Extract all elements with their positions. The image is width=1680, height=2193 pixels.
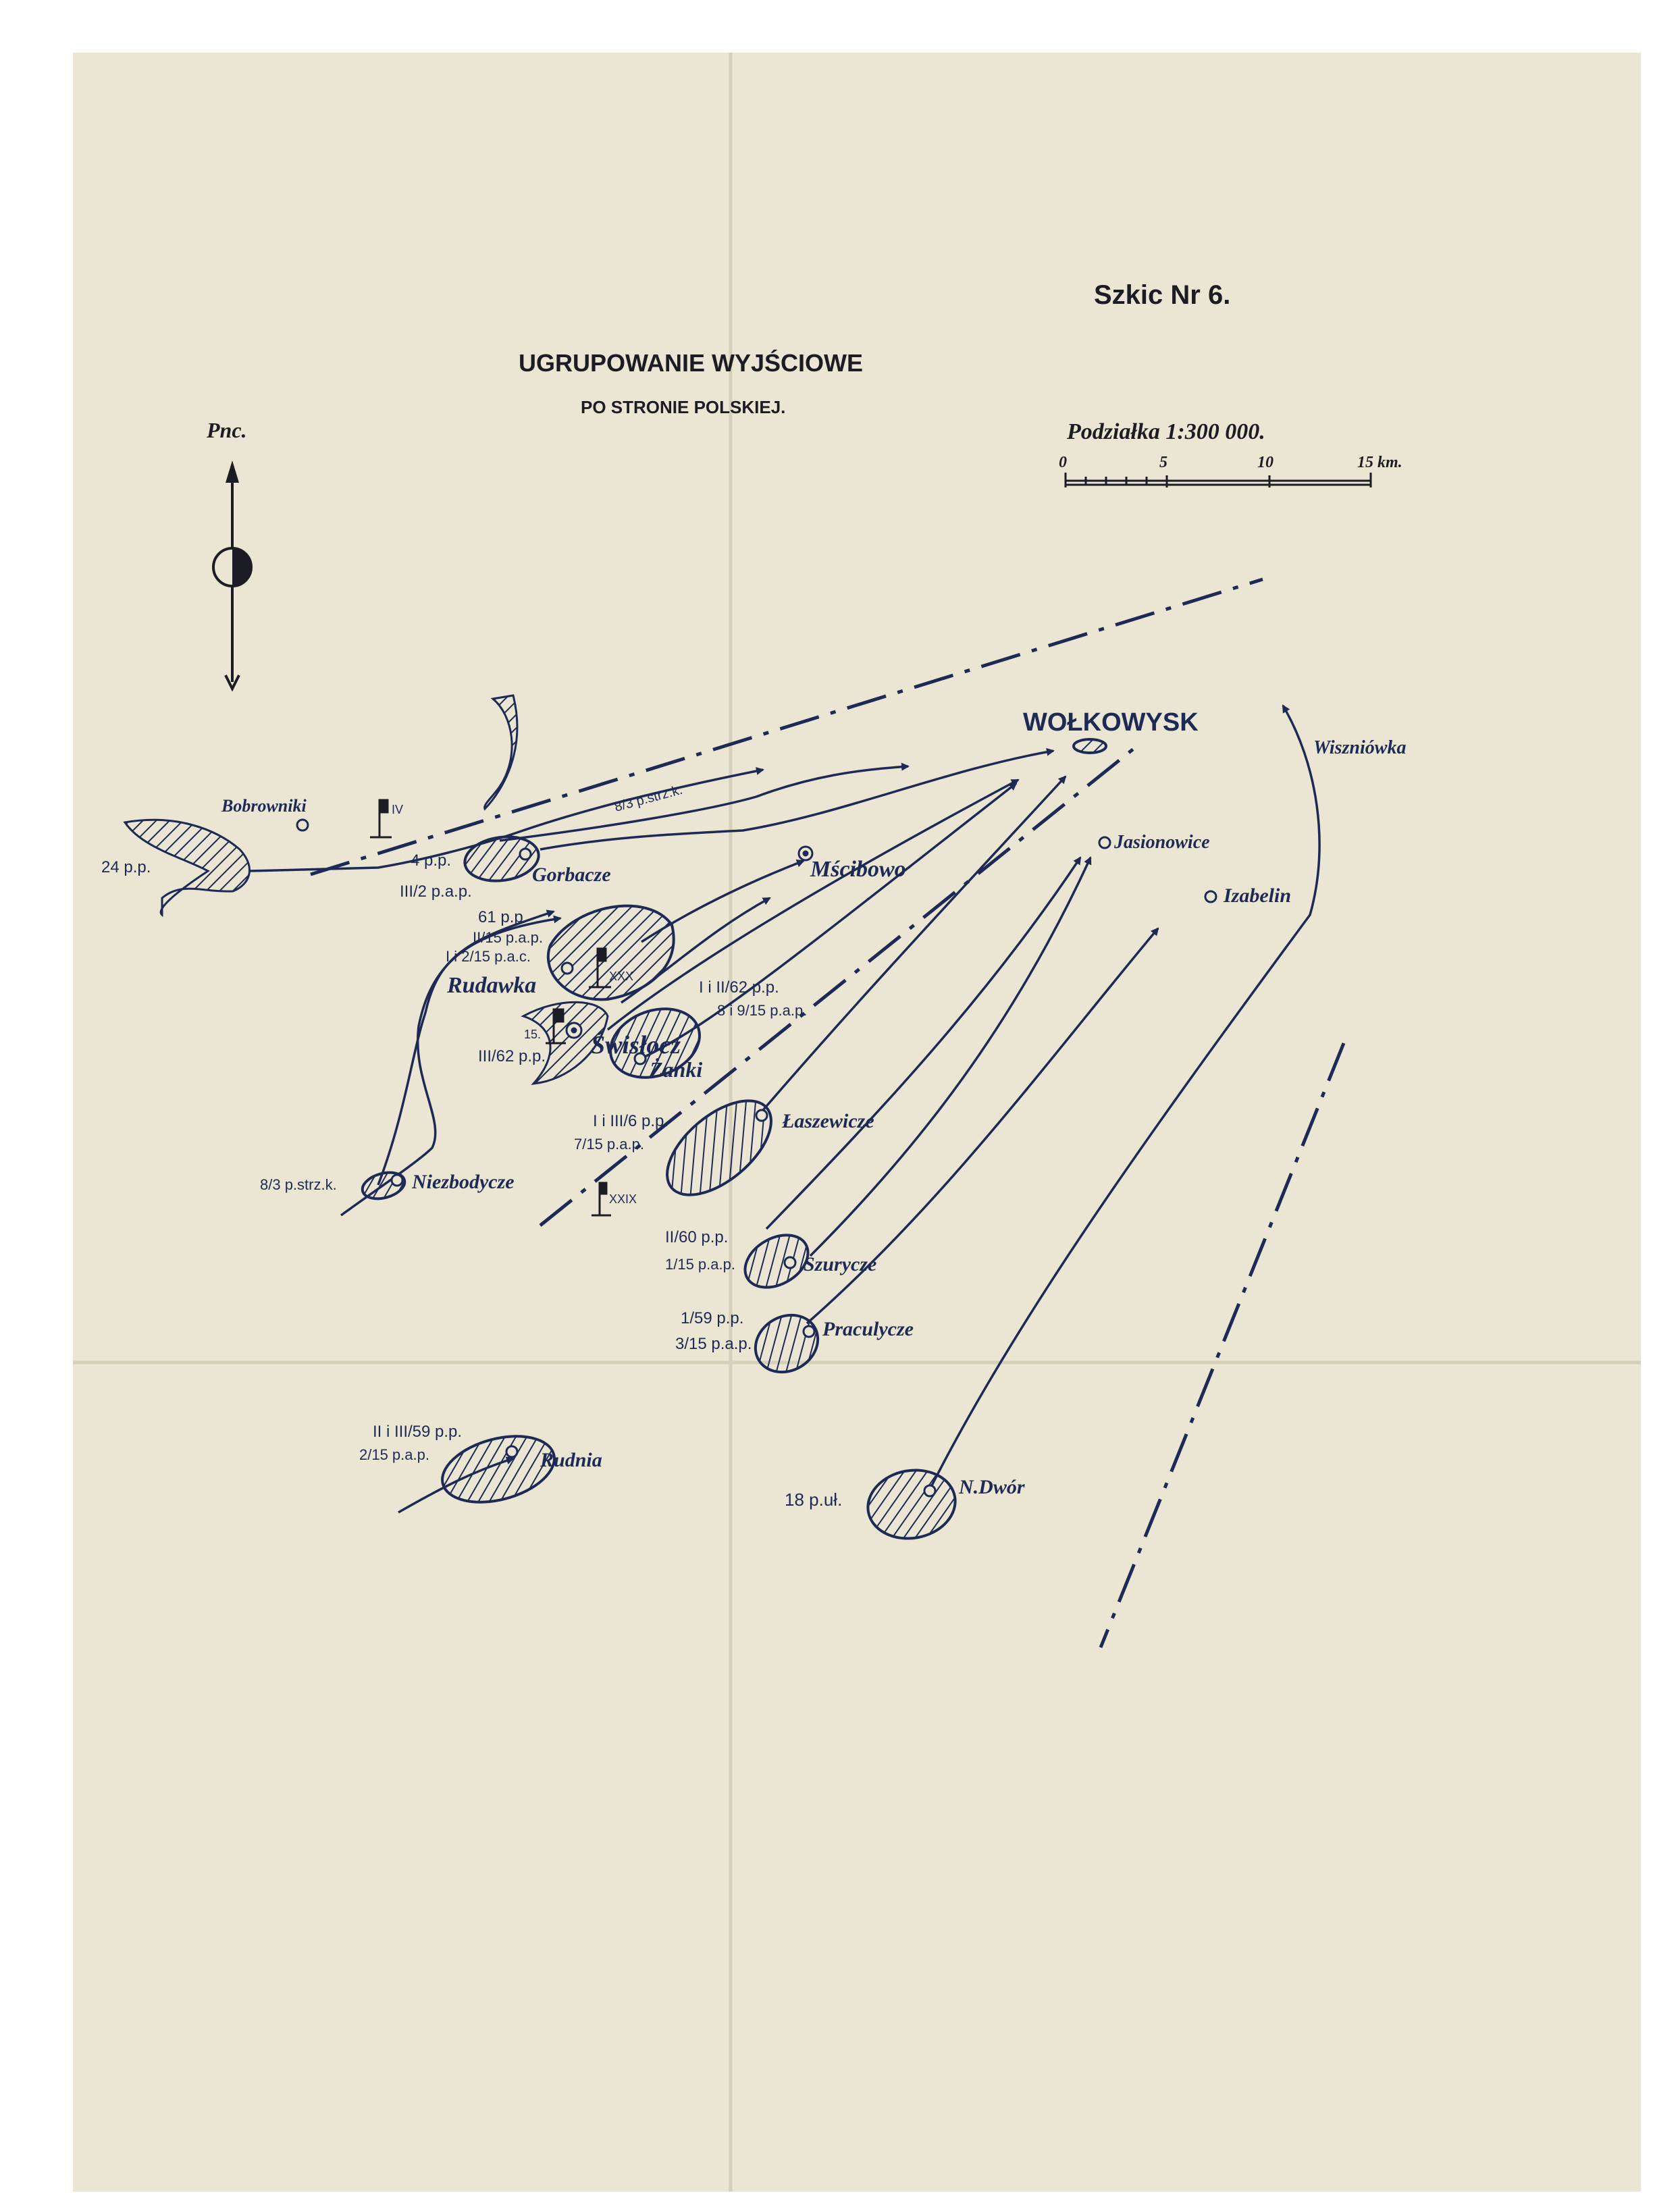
place-wolkowysk: WOŁKOWYSK <box>1023 708 1199 737</box>
place-wiszniowka: Wiszniówka <box>1313 737 1406 758</box>
unit-89-15pap: 8 i 9/15 p.a.p. <box>717 1002 807 1019</box>
scale-bar <box>1064 473 1372 487</box>
unit-24pp: 24 p.p. <box>101 858 151 876</box>
unit-4pp: 4 p.p. <box>411 851 451 870</box>
unit-12-62pp: I i II/62 p.p. <box>699 978 779 997</box>
position-rudnia <box>441 1435 556 1504</box>
flag-xxx-label: XXX <box>609 970 633 983</box>
hq-flag-iv-icon <box>370 799 392 839</box>
river-north <box>483 694 519 811</box>
scale-tick-10: 10 <box>1257 454 1274 471</box>
lake-west <box>123 818 251 918</box>
position-szurycze <box>743 1234 810 1289</box>
scale-tick-0: 0 <box>1059 454 1067 471</box>
unit-2-15pap: II/15 p.a.p. <box>473 929 543 946</box>
position-laszewicze <box>666 1099 772 1196</box>
place-n-dwor: N.Dwór <box>958 1476 1025 1498</box>
place-zanki: Żanki <box>649 1057 702 1082</box>
unit-7-15pap: 7/15 p.a.p. <box>574 1136 644 1153</box>
position-zanki <box>609 1007 701 1079</box>
unit-3-2pap: III/2 p.a.p. <box>400 882 472 901</box>
place-swislocz: Świsłocz <box>591 1031 681 1059</box>
unit-2-15pap-b: 2/15 p.a.p. <box>359 1446 429 1463</box>
place-praculycze: Praculycze <box>822 1318 914 1340</box>
unit-12-15pac: I i 2/15 p.a.c. <box>446 948 531 965</box>
unit-13-6pp: I i III/6 p.p. <box>593 1112 668 1130</box>
place-izabelin: Izabelin <box>1223 884 1291 907</box>
unit-1-59pp: 1/59 p.p. <box>681 1309 743 1327</box>
scale-tick-5: 5 <box>1159 454 1167 471</box>
place-bobrowniki: Bobrowniki <box>221 796 307 816</box>
hq-flag-xxix-icon <box>592 1182 611 1217</box>
sketch-number: Szkic Nr 6. <box>1094 280 1230 310</box>
place-rudnia: Rudnia <box>540 1449 602 1471</box>
position-rudawka <box>546 904 675 1001</box>
scale-label: Podziałka 1:300 000. <box>1066 419 1265 444</box>
hq-flag-15-icon <box>546 1008 566 1045</box>
place-niezbodycze: Niezbodycze <box>411 1171 515 1193</box>
north-label: Pnc. <box>206 418 247 442</box>
unit-15: 15. <box>524 1028 541 1041</box>
position-praculycze <box>754 1313 820 1374</box>
place-jasionowice: Jasionowice <box>1113 832 1210 853</box>
unit-23-59pp: II i III/59 p.p. <box>373 1423 462 1441</box>
place-szurycze: Szurycze <box>804 1253 876 1275</box>
position-gorbacze <box>463 835 540 882</box>
hq-flag-xxx-icon <box>589 947 611 988</box>
place-gorbacze: Gorbacze <box>532 864 611 886</box>
unit-8-3-pstrzk-south: 8/3 p.strz.k. <box>260 1176 337 1193</box>
settlement-markers <box>296 818 1217 1498</box>
boundary-lines <box>310 577 1346 1648</box>
paper-sheet <box>73 53 1641 2192</box>
town-wolkowysk-marker <box>1072 738 1107 754</box>
unit-1-15pap: 1/15 p.a.p. <box>665 1256 735 1273</box>
flag-iv-label: IV <box>392 803 403 816</box>
map-title: UGRUPOWANIE WYJŚCIOWE <box>519 348 863 377</box>
unit-3-62pp: III/62 p.p. <box>478 1047 546 1065</box>
unit-18pul: 18 p.uł. <box>785 1489 842 1510</box>
map-subtitle: PO STRONIE POLSKIEJ. <box>581 397 785 417</box>
place-rudawka: Rudawka <box>446 973 536 998</box>
place-laszewicze: Łaszewicze <box>781 1110 874 1132</box>
unit-2-60pp: II/60 p.p. <box>665 1228 728 1246</box>
north-arrow-icon <box>212 460 253 692</box>
unit-3-15pap: 3/15 p.a.p. <box>675 1335 752 1353</box>
unit-61pp: 61 p.p. <box>478 908 527 926</box>
scale-tick-15: 15 km. <box>1357 454 1402 471</box>
flag-xxix-label: XXIX <box>609 1192 637 1206</box>
place-mscibowo: Mścibowo <box>810 857 906 882</box>
